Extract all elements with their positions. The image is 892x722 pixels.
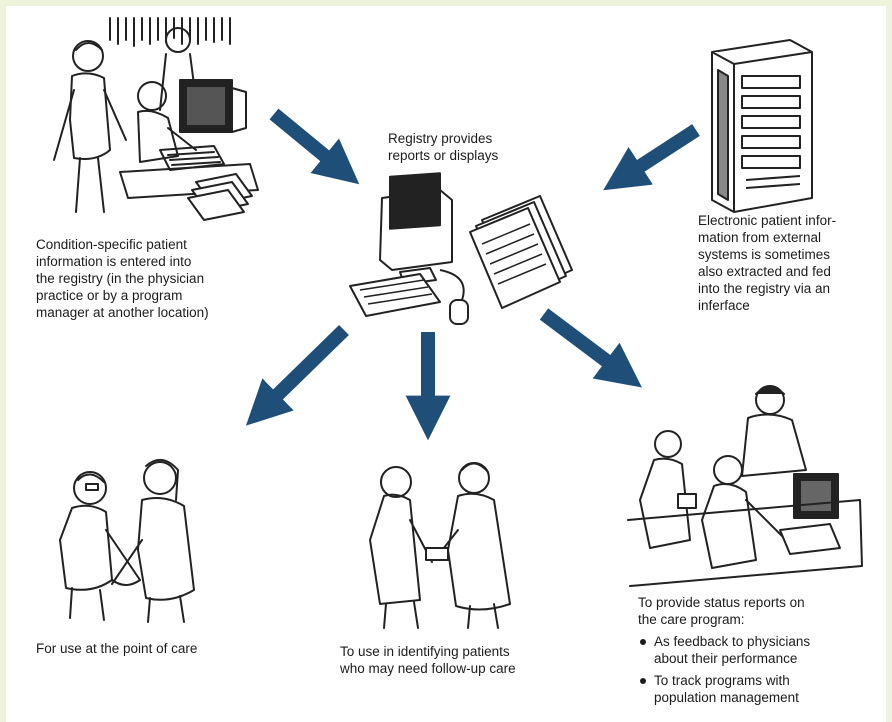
- caption-followup-line: To use in identifying patients: [340, 644, 510, 659]
- flow-arrows: [245, 108, 700, 441]
- caption-entry-line: manager at another location): [36, 305, 209, 320]
- frame-right-border: [886, 0, 892, 722]
- caption-external-line: inferface: [698, 298, 750, 313]
- caption-entry-line: information is entered into: [36, 254, 192, 269]
- caption-external: Electronic patient infor- mation from ex…: [698, 212, 836, 314]
- printed-reports-icon: [469, 195, 573, 309]
- doctors-illustration: [369, 462, 511, 629]
- status-bullet-line: As feedback to physicians: [654, 634, 811, 649]
- caption-entry-line: Condition-specific patient: [36, 237, 187, 252]
- status-bullet-line: about their performance: [654, 651, 798, 666]
- arrow-to-point-of-care: [245, 324, 349, 426]
- caption-status-line: To provide status reports on: [638, 595, 805, 610]
- caption-entry-line: the registry (in the physician: [36, 271, 205, 286]
- status-bullet-item: As feedback to physicians about their pe…: [638, 633, 810, 667]
- caption-external-line: into the registry via an: [698, 281, 831, 296]
- caption-followup-line: who may need follow-up care: [340, 661, 516, 676]
- arrow-external-to-registry: [603, 124, 700, 191]
- server-tower-icon: [711, 39, 813, 213]
- caption-external-line: Electronic patient infor-: [698, 213, 837, 228]
- caption-external-line: systems is sometimes: [698, 247, 831, 262]
- frame-left-border: [0, 0, 6, 722]
- caption-followup: To use in identifying patients who may n…: [340, 643, 516, 677]
- caption-entry-line: practice or by a program: [36, 288, 183, 303]
- caption-external-line: mation from external: [698, 230, 822, 245]
- arrow-entry-to-registry: [269, 108, 360, 185]
- caption-entry: Condition-specific patient information i…: [36, 236, 209, 321]
- status-bullet-line: population management: [654, 690, 799, 705]
- computer-icon: [349, 172, 469, 325]
- caption-status: To provide status reports on the care pr…: [638, 594, 810, 706]
- caption-registry-line: Registry provides: [388, 131, 493, 146]
- caption-registry-line: reports or displays: [388, 148, 499, 163]
- care-team-illustration: [627, 385, 863, 587]
- status-bullet-list: As feedback to physicians about their pe…: [638, 633, 810, 706]
- caption-point-of-care-line: For use at the point of care: [36, 641, 198, 656]
- caption-status-line: the care program:: [638, 612, 745, 627]
- status-bullet-item: To track programs with population manage…: [638, 672, 810, 706]
- frame-top-border: [0, 0, 892, 6]
- caption-external-line: also extracted and fed: [698, 264, 831, 279]
- arrow-to-status-reports: [539, 308, 642, 388]
- nurses-illustration: [59, 459, 195, 623]
- office-workers-illustration: [53, 17, 259, 221]
- status-bullet-line: To track programs with: [654, 673, 790, 688]
- caption-point-of-care: For use at the point of care: [36, 640, 197, 657]
- caption-registry: Registry provides reports or displays: [388, 130, 498, 164]
